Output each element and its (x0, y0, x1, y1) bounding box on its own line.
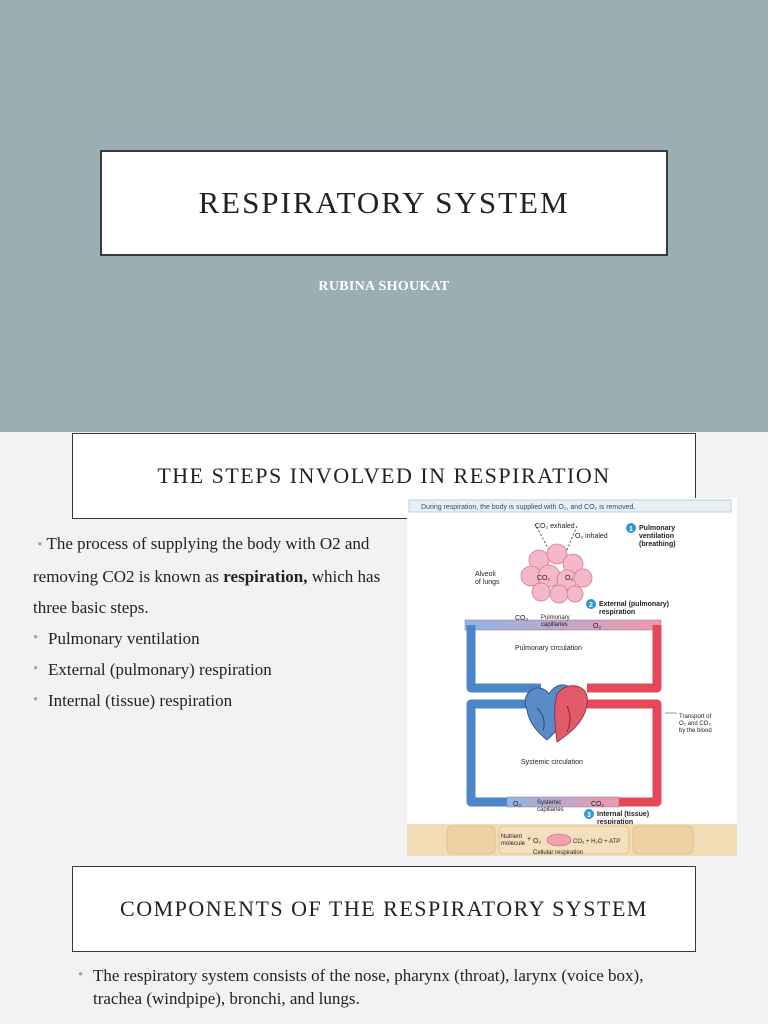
steps-text: • The process of supplying the body with… (33, 528, 393, 716)
svg-text:by the blood: by the blood (679, 728, 712, 734)
svg-text:of lungs: of lungs (475, 579, 500, 586)
svg-text:2: 2 (589, 602, 593, 609)
components-heading-box: Components of the Respiratory System (72, 866, 696, 952)
steps-heading-box: The Steps Involved in Respiration (72, 433, 696, 519)
alveoli-icon (520, 543, 593, 604)
svg-text:+: + (527, 836, 531, 843)
heart-icon (524, 684, 588, 743)
intro-bold: respiration, (223, 567, 308, 586)
svg-text:Pulmonary: Pulmonary (639, 525, 675, 532)
bullet-icon: • (33, 661, 39, 677)
svg-text:ventilation: ventilation (639, 533, 674, 540)
svg-text:CO₂: CO₂ (537, 575, 551, 582)
svg-text:O₂: O₂ (565, 575, 573, 582)
svg-text:capillaries: capillaries (537, 807, 564, 813)
svg-text:O₂: O₂ (533, 838, 541, 845)
svg-text:Nutrient: Nutrient (501, 834, 522, 840)
step-badge-icon (626, 523, 636, 533)
svg-text:CO₂: CO₂ (515, 615, 529, 622)
svg-text:Internal (tissue): Internal (tissue) (597, 811, 649, 818)
respiration-diagram: During respiration, the body is supplied… (407, 498, 737, 856)
intro-text-end: which has three basic steps. (33, 567, 381, 617)
svg-text:Pulmonary circulation: Pulmonary circulation (515, 645, 582, 652)
svg-text:CO₂ exhaled: CO₂ exhaled (535, 523, 575, 530)
svg-text:Systemic: Systemic (537, 800, 561, 806)
svg-text:respiration: respiration (597, 819, 633, 826)
svg-text:O₂: O₂ (593, 623, 601, 630)
step-item: •External (pulmonary) respiration (33, 654, 393, 685)
component-item: •The respiratory system consists of the … (78, 966, 644, 1008)
components-slide: Components of the Respiratory System •Th… (0, 864, 768, 1024)
svg-text:molecule: molecule (501, 841, 526, 847)
step-badge-icon (584, 809, 594, 819)
svg-text:O₂ inhaled: O₂ inhaled (575, 533, 608, 540)
step-badge-icon (586, 599, 596, 609)
bullet-icon: • (33, 692, 39, 708)
bullet-icon: • (33, 630, 39, 646)
intro-text: The process of supplying the body with O… (33, 534, 370, 586)
svg-text:Systemic circulation: Systemic circulation (521, 759, 583, 766)
steps-heading: The Steps Involved in Respiration (157, 463, 611, 488)
components-heading: Components of the Respiratory System (120, 896, 648, 921)
components-text: •The respiratory system consists of the … (78, 964, 688, 1018)
svg-text:3: 3 (587, 812, 591, 819)
intro-paragraph: • The process of supplying the body with… (33, 528, 393, 623)
svg-text:CO₂ + H₂O + ATP: CO₂ + H₂O + ATP (573, 839, 620, 845)
title-box: Respiratory System (100, 150, 668, 256)
step-item: •Internal (tissue) respiration (33, 685, 393, 716)
svg-text:Cellular respiration: Cellular respiration (533, 850, 583, 856)
svg-text:respiration: respiration (599, 609, 635, 616)
respiration-diagram-svg: During respiration, the body is supplied… (407, 499, 737, 856)
steps-slide: The Steps Involved in Respiration • The … (0, 432, 768, 864)
svg-text:O₂ and CO₂: O₂ and CO₂ (679, 721, 711, 727)
svg-text:1: 1 (629, 526, 633, 533)
diagram-caption: During respiration, the body is supplied… (421, 504, 635, 511)
svg-text:O₂: O₂ (513, 801, 521, 808)
title-slide: Respiratory System RUBINA SHOUKAT (0, 0, 768, 432)
mitochondrion-icon (546, 833, 572, 847)
bullet-icon: • (78, 967, 84, 983)
svg-text:External (pulmonary): External (pulmonary) (599, 601, 669, 608)
svg-text:Transport of: Transport of (679, 714, 711, 720)
author-name: RUBINA SHOUKAT (318, 279, 450, 294)
bullet-icon: • (37, 537, 43, 553)
step-item: •Pulmonary ventilation (33, 623, 393, 654)
svg-text:Pulmonary: Pulmonary (541, 615, 570, 621)
svg-text:Alveoli: Alveoli (475, 571, 496, 578)
slide-title: Respiratory System (198, 185, 570, 220)
svg-text:capillaries: capillaries (541, 622, 568, 628)
svg-text:CO₂: CO₂ (591, 801, 605, 808)
svg-text:(breathing): (breathing) (639, 541, 676, 548)
